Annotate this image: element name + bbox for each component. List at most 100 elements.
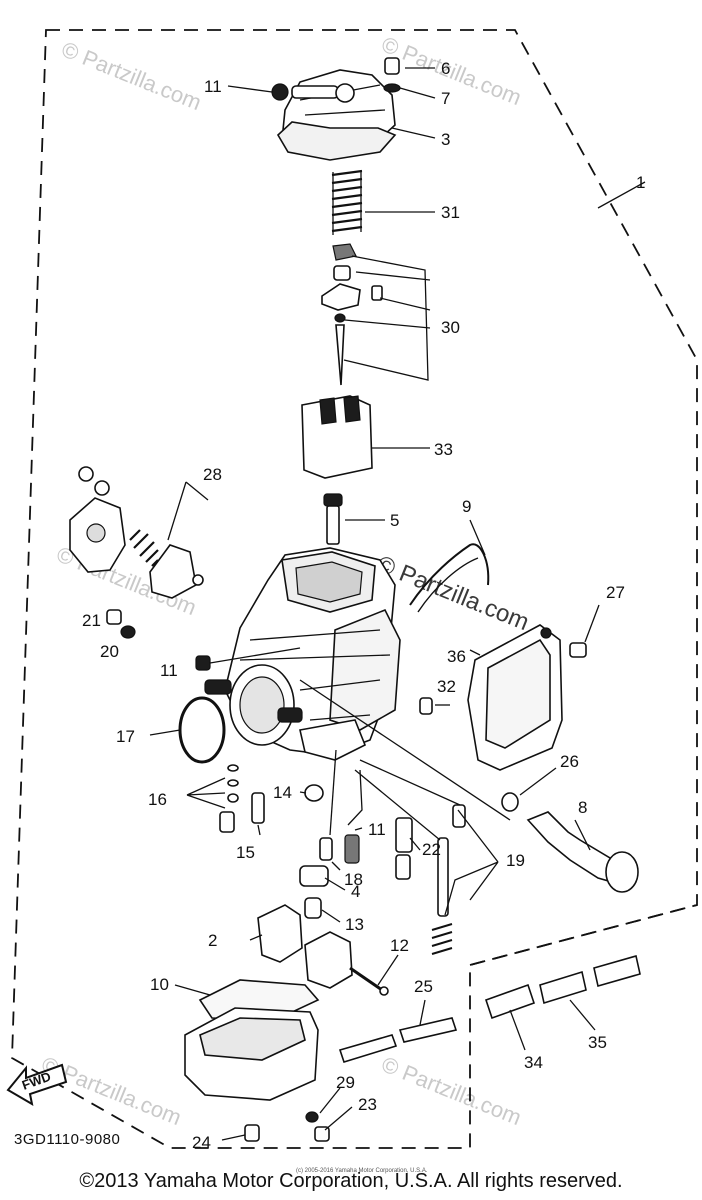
jet-14 <box>304 897 322 919</box>
plate-screw <box>371 285 383 301</box>
carburetor-body <box>195 543 511 821</box>
callout-12: 11 <box>368 820 386 839</box>
washer <box>120 625 136 639</box>
starter-nut <box>195 655 211 671</box>
float-pin-head <box>379 986 389 996</box>
throttle-stop-screw <box>437 837 449 917</box>
callout-27: 26 <box>560 752 579 771</box>
callout-29: 28 <box>203 465 222 484</box>
callout-26: 25 <box>414 977 433 996</box>
enricher-plunger <box>192 574 204 586</box>
needle-jet <box>323 493 343 545</box>
hose-fitting <box>484 983 536 1020</box>
callout-10: 10 <box>150 975 169 994</box>
main-jet <box>299 865 329 887</box>
starter-plunger <box>526 811 619 883</box>
screw <box>419 697 433 715</box>
callout-25: 24 <box>192 1133 211 1152</box>
throttle-spring <box>331 169 363 235</box>
callout-28: 27 <box>606 583 625 602</box>
right-side-parts <box>419 624 639 893</box>
cover-boss <box>86 523 106 543</box>
callout-35: 34 <box>524 1053 543 1072</box>
jet-23 <box>395 817 413 853</box>
callout-5: 5 <box>390 511 399 530</box>
pilot-screw <box>219 811 235 833</box>
carb-bore-inner <box>295 561 363 603</box>
o-ring-small <box>227 764 239 772</box>
callout-1: 1 <box>636 173 645 192</box>
callout-30: 29 <box>336 1073 355 1092</box>
needle-holder <box>333 265 351 281</box>
needle-plate <box>321 283 361 311</box>
callout-4: 4 <box>351 882 360 901</box>
spring-small <box>227 793 239 803</box>
watermark: © Partzilla.com <box>58 36 205 115</box>
screw <box>106 609 122 625</box>
throttle-stop-spring <box>431 923 453 955</box>
enricher-diaphragm <box>149 544 197 599</box>
carb-side-housing <box>329 608 401 731</box>
callout-32: 31 <box>441 203 460 222</box>
pilot-stud <box>277 707 303 723</box>
callout-21: 20 <box>100 642 119 661</box>
washer-small <box>227 779 239 787</box>
washer <box>305 1111 319 1123</box>
screw <box>569 642 587 658</box>
float-left <box>257 904 303 963</box>
side-cover-inner <box>485 638 551 749</box>
float-bowl-inner <box>199 1017 306 1061</box>
fwd-arrow: FWD <box>6 1063 68 1106</box>
callout-23: 22 <box>422 840 441 859</box>
throttle-valve <box>301 395 373 479</box>
screw <box>78 466 94 482</box>
callout-24: 23 <box>358 1095 377 1114</box>
cable-adjuster-end <box>335 83 355 103</box>
callout-8: 8 <box>578 798 587 817</box>
carb-lower <box>299 719 367 761</box>
callout-17: 16 <box>148 790 167 809</box>
float-bowl-assembly <box>184 904 389 1142</box>
callout-20: 19 <box>506 851 525 870</box>
pilot-jet <box>251 792 265 824</box>
top-cover-gasket <box>276 121 397 161</box>
callout-2: 2 <box>208 931 217 950</box>
watermark-center: © Partzilla.com <box>373 551 533 637</box>
callout-13: 12 <box>390 936 409 955</box>
pilot-stud <box>204 679 232 695</box>
drain-hose <box>593 954 641 988</box>
center-jets <box>299 749 466 955</box>
callout-18: 17 <box>116 727 135 746</box>
washer <box>383 83 401 93</box>
micro-credit: (c) 2005-2016 Yamaha Motor Corporation, … <box>296 1168 428 1174</box>
callout-14: 13 <box>345 915 364 934</box>
screw <box>314 1126 330 1142</box>
vent-hose <box>398 1017 458 1043</box>
callout-16: 15 <box>236 843 255 862</box>
callout-11b: 11 <box>160 661 178 680</box>
float-needle <box>319 837 333 861</box>
callout-33: 32 <box>437 677 456 696</box>
screw <box>384 57 400 75</box>
callout-19: 18 <box>344 870 363 889</box>
sub-boundary <box>469 904 698 966</box>
callout-15: 14 <box>273 783 292 802</box>
callout-31: 30 <box>441 318 460 337</box>
needle-valve <box>344 834 360 864</box>
adjuster-nut <box>271 83 289 101</box>
watermark: © Partzilla.com <box>378 31 525 110</box>
callout-37: 36 <box>447 647 466 666</box>
float-right <box>304 931 353 989</box>
watermark: © Partzilla.com <box>378 1051 525 1130</box>
o-ring <box>178 696 226 764</box>
screw <box>94 480 110 496</box>
callout-3: 3 <box>441 130 450 149</box>
drain-hose <box>539 970 587 1005</box>
callout-34: 33 <box>434 440 453 459</box>
top-cover-assembly <box>271 57 401 161</box>
callout-11: 11 <box>204 77 222 96</box>
jet-holder <box>304 784 324 802</box>
callout-labels: 11 6 7 3 1 31 30 33 28 5 9 27 21 20 36 1… <box>82 59 645 1152</box>
vent-hose <box>338 1034 398 1063</box>
